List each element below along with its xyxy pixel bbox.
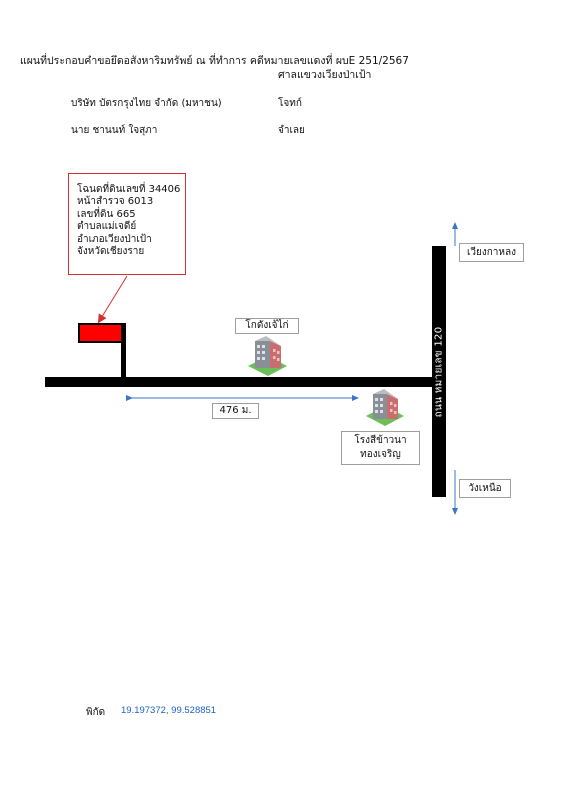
- land-parcel-number: เลขที่ดิน 665: [77, 208, 136, 220]
- warehouse-label: โกดังเจ้ไก่: [235, 318, 299, 334]
- north-destination-label: เวียงกาหลง: [459, 243, 524, 262]
- land-survey-page: หน้าสำรวจ 6013: [77, 196, 154, 208]
- rice-mill-label-line2: ทองเจริญ: [360, 449, 401, 460]
- rice-mill-label: โรงสีข้าวนา ทองเจริญ: [341, 431, 420, 465]
- distance-label: 476 ม.: [212, 403, 259, 419]
- land-district: อำเภอเวียงป่าเป้า: [77, 233, 152, 245]
- land-subdistrict: ตำบลแม่เจดีย์: [77, 221, 137, 233]
- defendant-role: จำเลย: [278, 125, 305, 136]
- rice-mill-label-line1: โรงสีข้าวนา: [354, 435, 407, 446]
- plaintiff-name: บริษัท บัตรกรุงไทย จำกัด (มหาชน): [71, 98, 222, 109]
- coordinates-label: พิกัด: [86, 707, 106, 718]
- side-road: [121, 323, 126, 379]
- main-road-horizontal: [45, 377, 445, 387]
- document-title: แผนที่ประกอบคำขอยึดอสังหาริมทรัพย์ ณ ที่…: [20, 55, 409, 67]
- land-province: จังหวัดเชียงราย: [77, 246, 145, 258]
- highway-120: [432, 246, 446, 497]
- property-flag-marker: [78, 323, 123, 343]
- south-destination-label: วังเหนือ: [459, 479, 511, 498]
- land-info-box: โฉนดที่ดินเลขที่ 34406 หน้าสำรวจ 6013 เล…: [68, 173, 186, 275]
- coordinates-value: 19.197372, 99.528851: [121, 705, 217, 716]
- plaintiff-role: โจทก์: [278, 98, 302, 109]
- warehouse-building-icon: [248, 336, 287, 376]
- pointer-arrow: [97, 275, 128, 324]
- rice-mill-building-icon: [366, 389, 404, 426]
- court-name: ศาลแขวงเวียงป่าเป้า: [278, 69, 372, 81]
- defendant-name: นาย ชานนท์ ใจสุภา: [71, 125, 158, 136]
- land-deed-number: โฉนดที่ดินเลขที่ 34406: [77, 184, 181, 195]
